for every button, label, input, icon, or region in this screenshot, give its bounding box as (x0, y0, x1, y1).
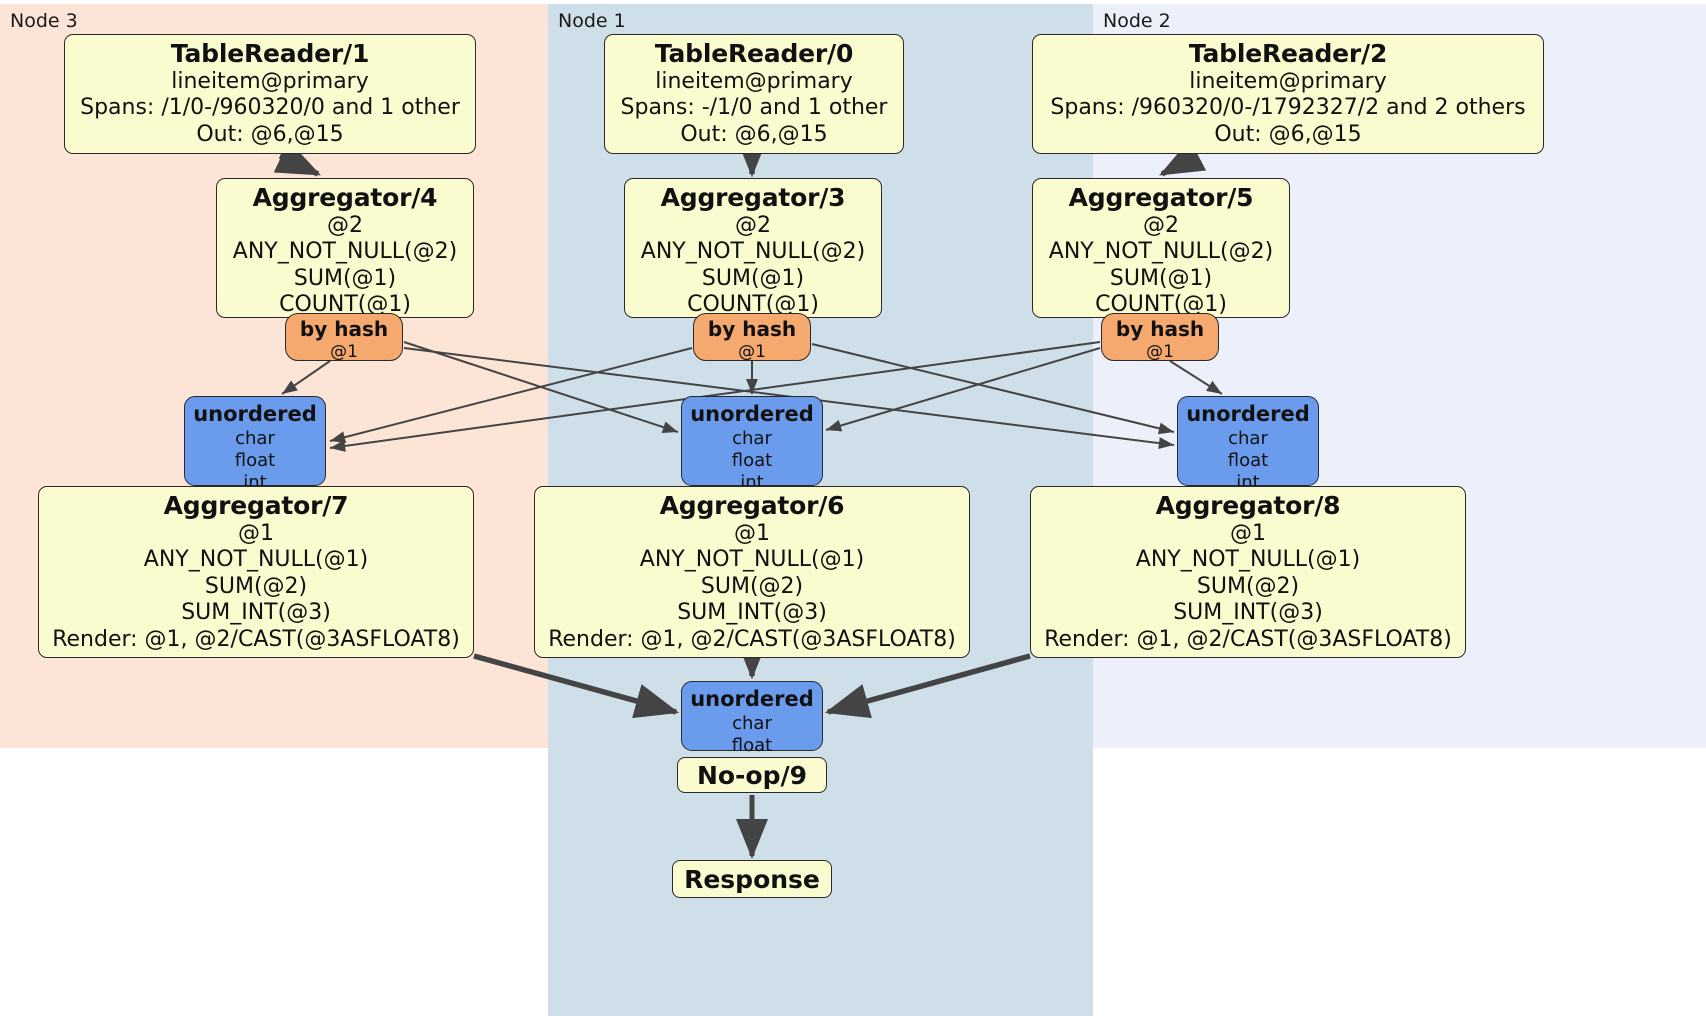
processor-aggregator-8[interactable]: Aggregator/8 @1 ANY_NOT_NULL(@1) SUM(@2)… (1030, 486, 1466, 658)
processor-tablereader-0[interactable]: TableReader/0 lineitem@primary Spans: -/… (604, 34, 904, 154)
processor-detail-line: SUM(@2) (1196, 573, 1300, 599)
processor-detail-line: Spans: /960320/0-/1792327/2 and 2 others (1050, 95, 1526, 121)
synchronizer-type: char (1228, 427, 1268, 449)
synchronizer-title: unordered (193, 402, 317, 426)
processor-detail-line: Out: @6,@15 (1214, 121, 1362, 147)
processor-render-line: Render: @1, @2/CAST(@3ASFLOAT8) (1044, 626, 1452, 652)
synchronizer-type: float (1227, 449, 1269, 471)
processor-render-line: Render: @1, @2/CAST(@3ASFLOAT8) (548, 626, 956, 652)
synchronizer-unordered-6[interactable]: unordered char float int (681, 396, 823, 493)
processor-aggregator-3[interactable]: Aggregator/3 @2 ANY_NOT_NULL(@2) SUM(@1)… (624, 178, 882, 318)
synchronizer-type: char (732, 427, 772, 449)
synchronizer-title: unordered (690, 402, 814, 426)
processor-detail-line: Out: @6,@15 (196, 121, 344, 147)
synchronizer-type: char (732, 712, 772, 734)
processor-detail-line: @1 (1230, 521, 1266, 546)
synchronizer-title: unordered (1186, 402, 1310, 426)
processor-aggregator-7[interactable]: Aggregator/7 @1 ANY_NOT_NULL(@1) SUM(@2)… (38, 486, 474, 658)
router-column: @1 (330, 341, 358, 362)
processor-detail-line: lineitem@primary (655, 69, 853, 94)
node-label-node1: Node 1 (558, 10, 626, 32)
processor-detail-line: SUM_INT(@3) (1173, 600, 1323, 626)
processor-detail-line: SUM_INT(@3) (181, 600, 331, 626)
synchronizer-unordered-8[interactable]: unordered char float int (1177, 396, 1319, 493)
processor-detail-line: @2 (327, 213, 363, 238)
processor-title: TableReader/2 (1188, 39, 1388, 68)
router-by-hash-3[interactable]: by hash @1 (693, 313, 811, 362)
synchronizer-type: float (731, 734, 773, 756)
router-title: by hash (707, 317, 797, 341)
processor-detail-line: Spans: -/1/0 and 1 other (620, 95, 888, 121)
processor-render-line: Render: @1, @2/CAST(@3ASFLOAT8) (52, 626, 460, 652)
processor-detail-line: SUM(@1) (293, 265, 397, 291)
synchronizer-type: float (234, 449, 276, 471)
processor-detail-line: ANY_NOT_NULL(@2) (640, 239, 866, 265)
processor-title: Aggregator/8 (1155, 491, 1341, 520)
processor-detail-line: ANY_NOT_NULL(@1) (639, 547, 865, 573)
router-title: by hash (299, 317, 389, 341)
synchronizer-unordered-final[interactable]: unordered char float (681, 681, 823, 756)
processor-detail-line: Out: @6,@15 (680, 121, 828, 147)
processor-detail-line: @1 (734, 521, 770, 546)
processor-title: Response (684, 864, 820, 894)
processor-detail-line: @2 (1143, 213, 1179, 238)
processor-title: Aggregator/7 (163, 491, 349, 520)
processor-title: Aggregator/4 (252, 183, 438, 212)
synchronizer-unordered-7[interactable]: unordered char float int (184, 396, 326, 493)
processor-aggregator-4[interactable]: Aggregator/4 @2 ANY_NOT_NULL(@2) SUM(@1)… (216, 178, 474, 318)
processor-detail-line: SUM(@2) (204, 573, 308, 599)
router-by-hash-4[interactable]: by hash @1 (285, 313, 403, 362)
processor-title: Aggregator/3 (660, 183, 846, 212)
processor-detail-line: lineitem@primary (1189, 69, 1387, 94)
node-label-node2: Node 2 (1103, 10, 1171, 32)
processor-detail-line: Spans: /1/0-/960320/0 and 1 other (80, 95, 460, 121)
processor-detail-line: ANY_NOT_NULL(@2) (232, 239, 458, 265)
router-title: by hash (1115, 317, 1205, 341)
router-column: @1 (738, 341, 766, 362)
processor-detail-line: ANY_NOT_NULL(@1) (1135, 547, 1361, 573)
processor-aggregator-5[interactable]: Aggregator/5 @2 ANY_NOT_NULL(@2) SUM(@1)… (1032, 178, 1290, 318)
processor-detail-line: @1 (238, 521, 274, 546)
processor-title: TableReader/1 (170, 39, 370, 68)
processor-noop-9[interactable]: No-op/9 (677, 757, 827, 793)
processor-detail-line: SUM(@1) (701, 265, 805, 291)
processor-tablereader-1[interactable]: TableReader/1 lineitem@primary Spans: /1… (64, 34, 476, 154)
synchronizer-type: char (235, 427, 275, 449)
processor-aggregator-6[interactable]: Aggregator/6 @1 ANY_NOT_NULL(@1) SUM(@2)… (534, 486, 970, 658)
processor-detail-line: SUM(@1) (1109, 265, 1213, 291)
processor-detail-line: ANY_NOT_NULL(@1) (143, 547, 369, 573)
processor-title: Aggregator/6 (659, 491, 845, 520)
processor-detail-line: @2 (735, 213, 771, 238)
synchronizer-type: float (731, 449, 773, 471)
processor-response[interactable]: Response (672, 860, 832, 898)
processor-detail-line: SUM_INT(@3) (677, 600, 827, 626)
processor-title: Aggregator/5 (1068, 183, 1254, 212)
router-by-hash-5[interactable]: by hash @1 (1101, 313, 1219, 362)
processor-title: No-op/9 (696, 760, 808, 790)
router-column: @1 (1146, 341, 1174, 362)
synchronizer-title: unordered (690, 687, 814, 711)
processor-title: TableReader/0 (654, 39, 854, 68)
processor-detail-line: SUM(@2) (700, 573, 804, 599)
node-label-node3: Node 3 (10, 10, 78, 32)
processor-detail-line: ANY_NOT_NULL(@2) (1048, 239, 1274, 265)
processor-detail-line: lineitem@primary (171, 69, 369, 94)
processor-tablereader-2[interactable]: TableReader/2 lineitem@primary Spans: /9… (1032, 34, 1544, 154)
